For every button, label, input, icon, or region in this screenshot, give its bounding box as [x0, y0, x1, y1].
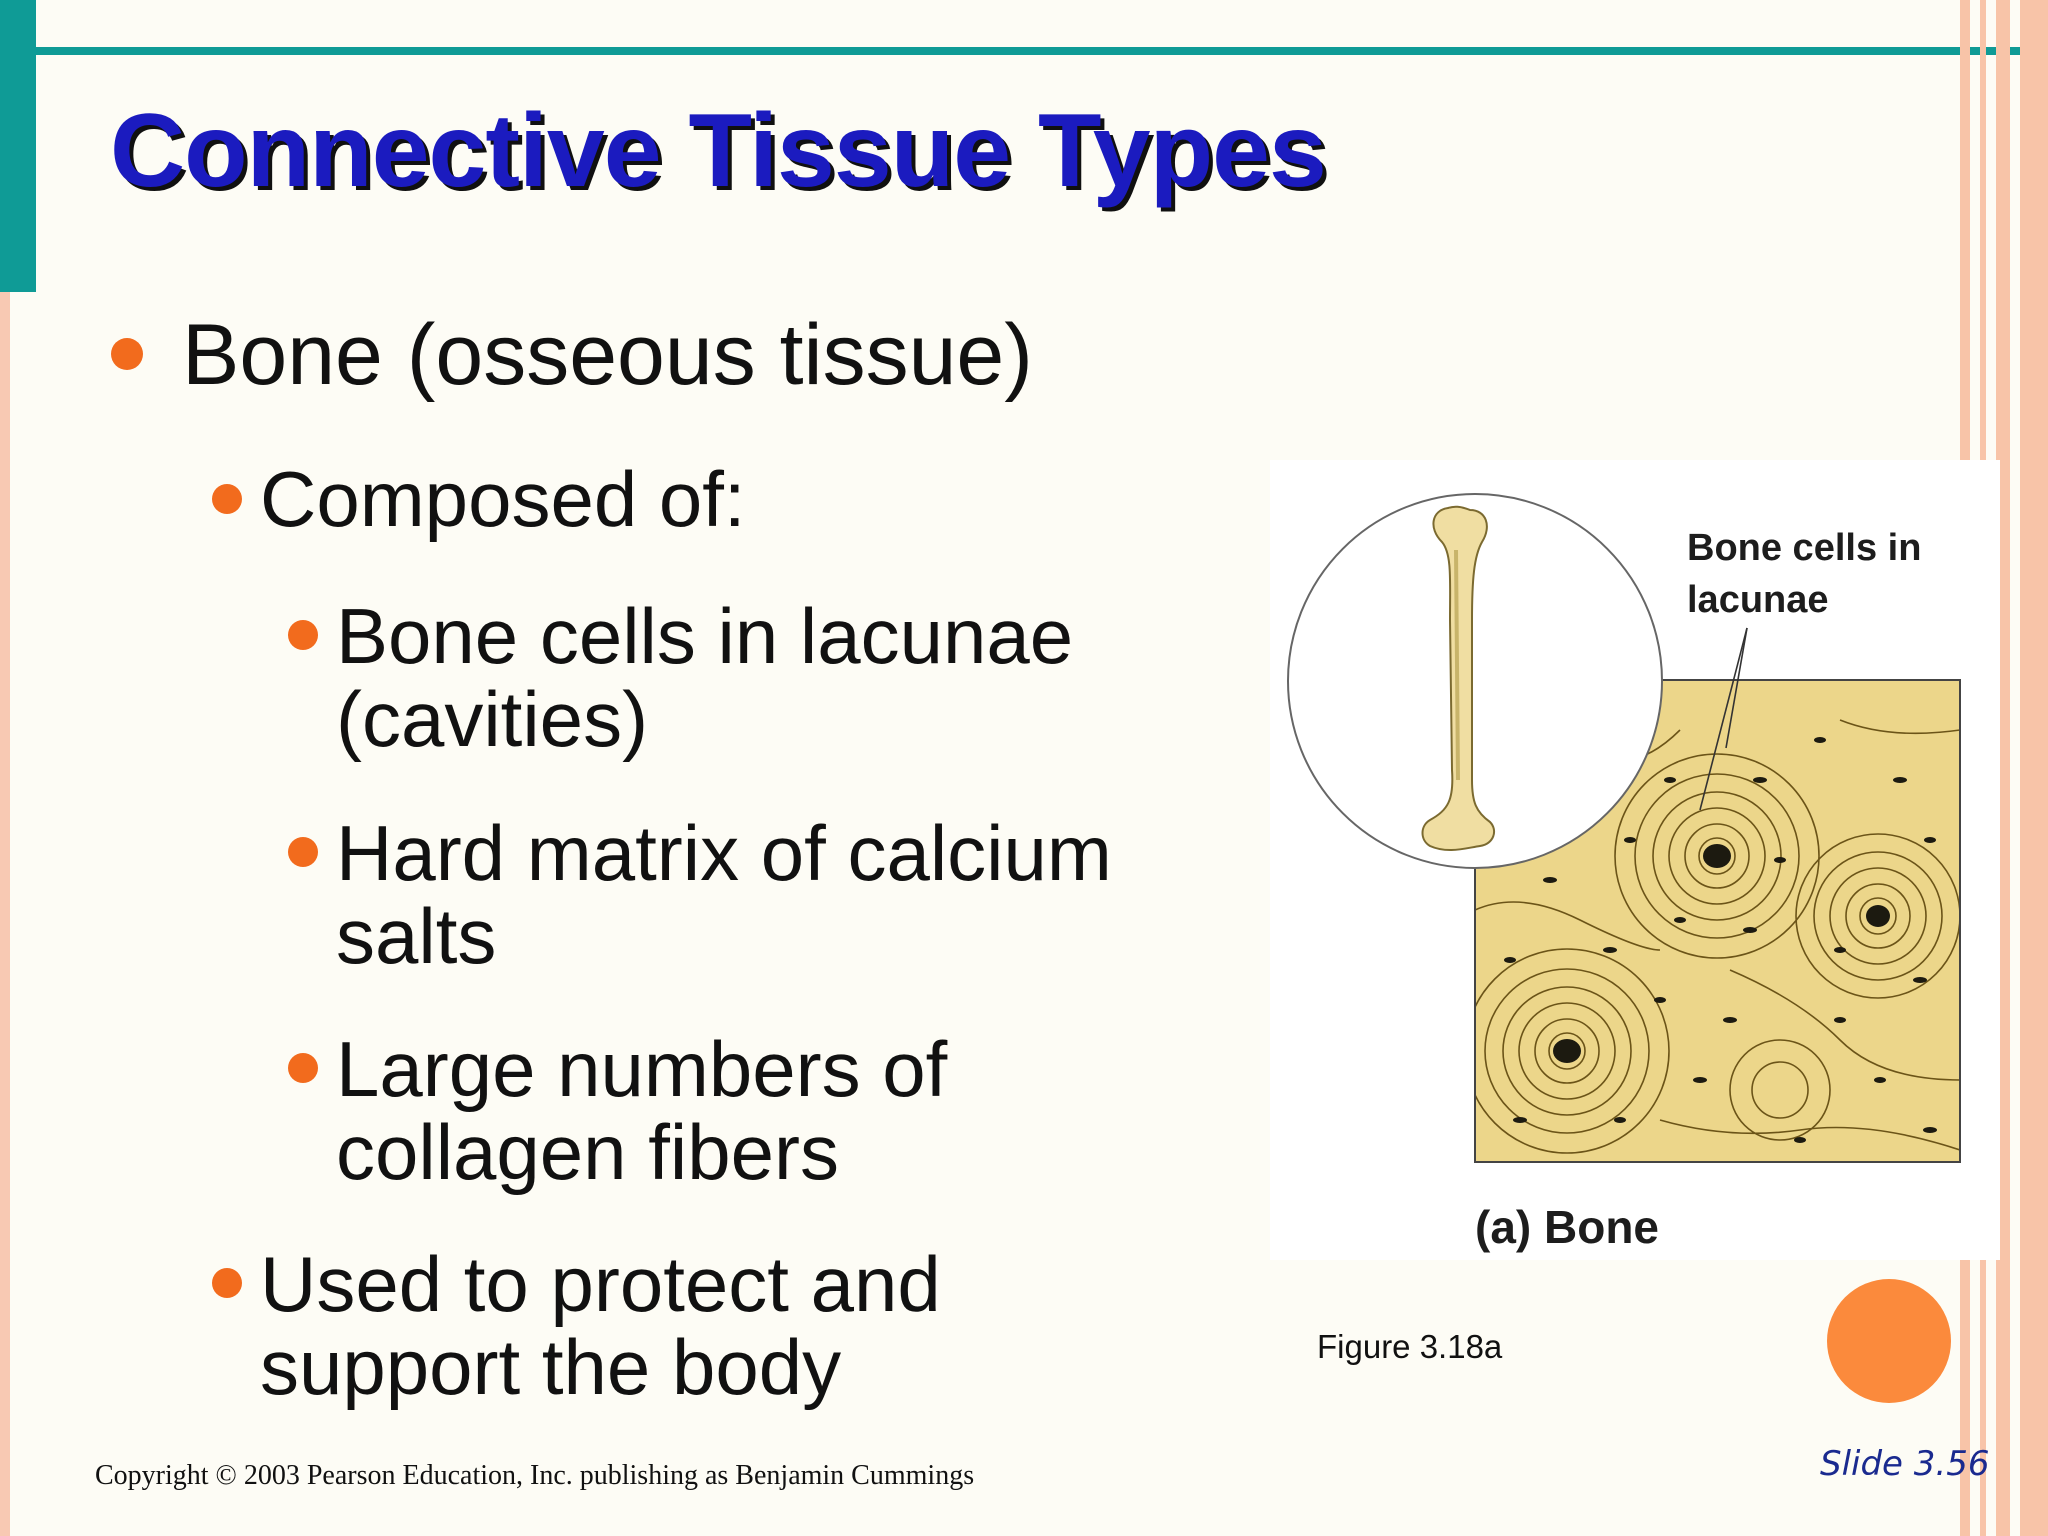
annotation-line: Bone cells in [1687, 527, 1922, 569]
left-stripe [0, 292, 10, 1536]
label-leader-lines [1699, 627, 1748, 811]
bullet-bone: Bone (osseous tissue) [182, 307, 1033, 403]
bullet-bone-cells-cont: (cavities) [336, 675, 649, 763]
top-rule [36, 47, 2030, 55]
bullet-dot [212, 484, 242, 514]
bullet-collagen: Large numbers of [336, 1025, 948, 1113]
slide-number: Slide 3.56 [1820, 1444, 1990, 1484]
bone-illustration [1287, 493, 1961, 1163]
figure-caption: Figure 3.18a [1317, 1328, 1503, 1365]
bullet-bone-cells: Bone cells in lacunae [336, 592, 1074, 680]
bullet-dot [288, 1053, 318, 1083]
bullet-hard-matrix: Hard matrix of calcium [336, 809, 1112, 897]
left-accent-bar [0, 0, 36, 292]
slide-title: Connective Tissue Types [110, 93, 1327, 209]
bullet-composed: Composed of: [260, 455, 746, 543]
magnifier-circle [1287, 493, 1663, 869]
long-bone [1421, 505, 1496, 852]
right-stripe [2020, 0, 2048, 1536]
bullet-used-cont: support the body [260, 1323, 842, 1411]
bullet-used: Used to protect and [260, 1240, 941, 1328]
bullet-list: Bone (osseous tissue) Composed of: Bone … [111, 307, 1112, 1411]
figure-panel-label: (a) Bone [1475, 1201, 1659, 1253]
bullet-dot [111, 338, 143, 370]
bullet-dot [288, 620, 318, 650]
decorative-circle [1827, 1279, 1951, 1403]
figure-annotation: Bone cells in lacunae [1687, 522, 1921, 626]
bullet-dot [288, 837, 318, 867]
annotation-line: lacunae [1687, 579, 1829, 621]
bullet-collagen-cont: collagen fibers [336, 1108, 839, 1196]
bullet-dot [212, 1268, 242, 1298]
copyright-notice: Copyright © 2003 Pearson Education, Inc.… [95, 1460, 975, 1491]
bullet-hard-matrix-cont: salts [336, 892, 497, 980]
